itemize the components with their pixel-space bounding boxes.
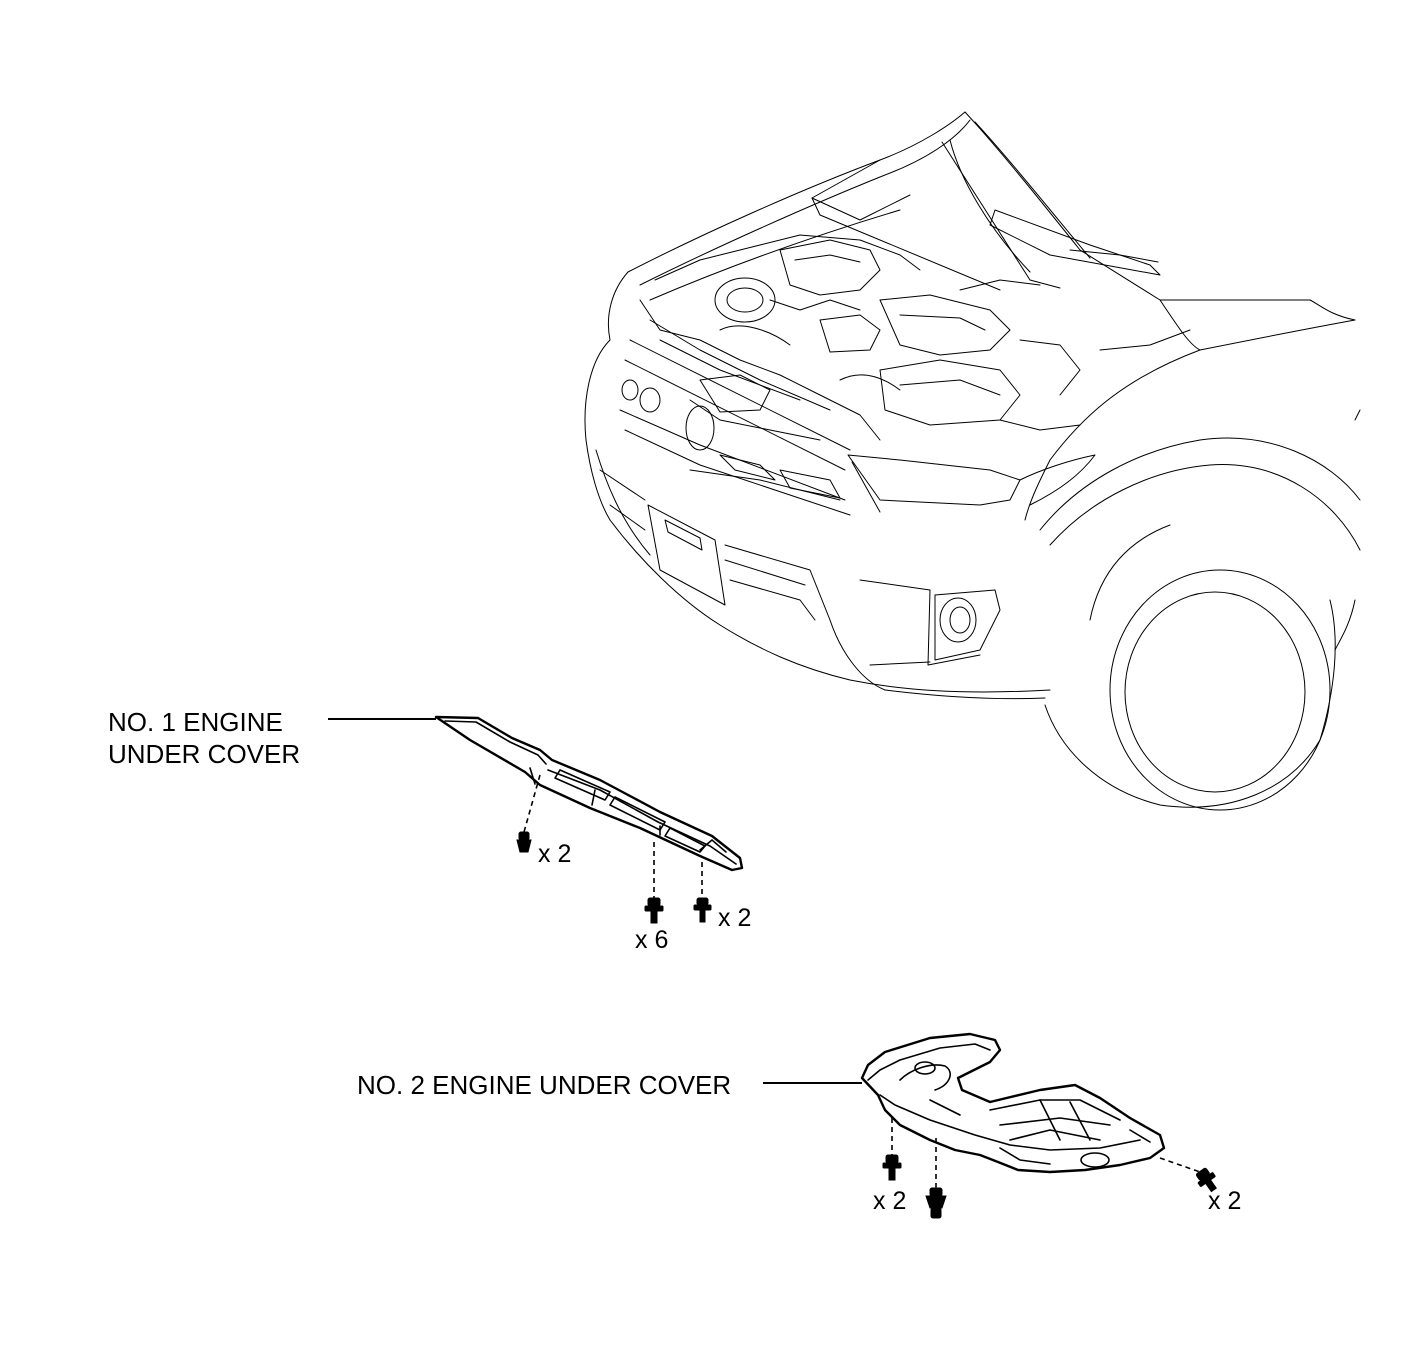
- no2-engine-under-cover: [860, 1032, 1166, 1174]
- vehicle-illustration: [584, 111, 1361, 811]
- bolt-icon: [1195, 1167, 1217, 1193]
- cover1-left-bolt-quantity: x 2: [538, 840, 572, 868]
- cover1-label: NO. 1 ENGINE UNDER COVER: [108, 706, 300, 770]
- engine-bay: [639, 234, 1191, 441]
- cover2-left-bolt-quantity: x 2: [873, 1187, 907, 1215]
- fastener-guide-lines: [523, 774, 1201, 1188]
- cover1-label-line2: UNDER COVER: [108, 739, 301, 769]
- leader-lines: [328, 718, 862, 1084]
- cover2-right-bolt-quantity: x 2: [1208, 1187, 1242, 1215]
- bolt-icon: [693, 897, 712, 923]
- clip-icon: [925, 1187, 947, 1219]
- no1-engine-under-cover: [434, 715, 744, 872]
- cover2-label: NO. 2 ENGINE UNDER COVER: [357, 1070, 732, 1100]
- fasteners: [516, 831, 1217, 1219]
- cover1-center-bolt-quantity: x 6: [635, 926, 669, 954]
- front-wheel: [1044, 524, 1336, 811]
- clip-icon: [516, 831, 532, 853]
- body-outline: [584, 271, 1361, 700]
- bolt-icon: [882, 1154, 902, 1181]
- bolt-icon: [644, 897, 664, 924]
- cover1-label-line1: NO. 1 ENGINE: [108, 707, 283, 737]
- cover1-right-bolt-quantity: x 2: [718, 904, 752, 932]
- open-hood: [627, 111, 1311, 301]
